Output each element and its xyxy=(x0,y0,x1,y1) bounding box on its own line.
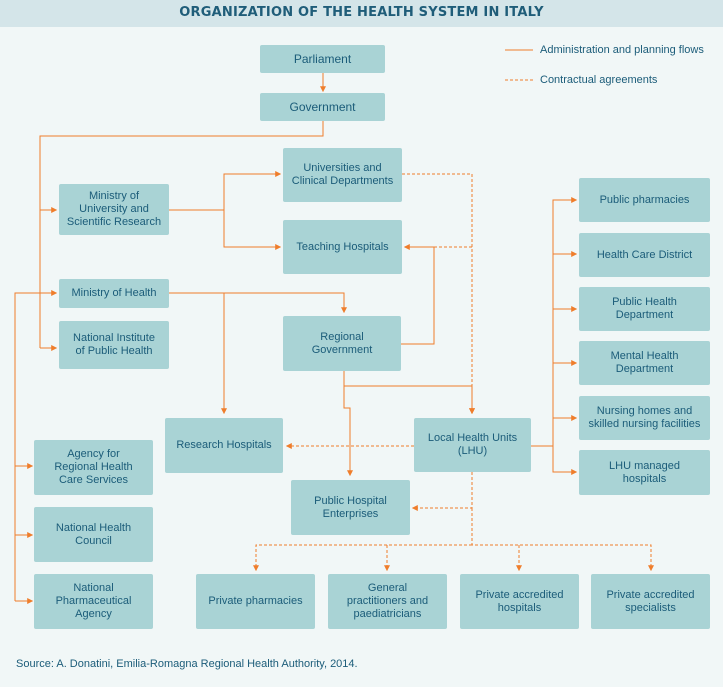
node-lhu-managed-hospitals: LHU managed hospitals xyxy=(579,450,710,495)
node-national-health-council: National Health Council xyxy=(34,507,153,562)
node-research-hospitals: Research Hospitals xyxy=(165,418,283,473)
contract-lhu-private-trunk xyxy=(471,508,654,572)
node-health-care-district: Health Care District xyxy=(579,233,710,277)
flow-moh-left-loop xyxy=(14,292,56,601)
node-agency-regional: Agency for Regional Health Care Services xyxy=(34,440,153,495)
node-lhu: Local Health Units (LHU) xyxy=(414,418,531,472)
source-note: Source: A. Donatini, Emilia-Romagna Regi… xyxy=(16,658,358,670)
node-public-health-department: Public Health Department xyxy=(579,287,710,331)
contract-universities-lhu xyxy=(402,173,475,415)
diagram-title: ORGANIZATION OF THE HEALTH SYSTEM IN ITA… xyxy=(179,5,544,20)
flow-mur-teaching xyxy=(223,210,282,250)
flow-regional-teaching xyxy=(401,244,435,345)
node-regional-government: Regional Government xyxy=(283,316,401,371)
node-national-institute: National Institute of Public Health xyxy=(59,321,169,369)
node-parliament: Parliament xyxy=(260,45,385,73)
flow-regional-lhu xyxy=(343,371,475,415)
node-public-hospital-enterprises: Public Hospital Enterprises xyxy=(291,480,410,535)
flow-mur-branch xyxy=(169,171,282,211)
node-mental-health-department: Mental Health Department xyxy=(579,341,710,385)
contract-lhu-phe xyxy=(411,472,473,511)
node-government: Government xyxy=(260,93,385,121)
flow-lhu-spine xyxy=(531,197,578,447)
node-private-specialists: Private accredited specialists xyxy=(591,574,710,629)
contract-to-private-pharmacies xyxy=(253,544,472,572)
node-ministry-health: Ministry of Health xyxy=(59,279,169,308)
legend-admin-label: Administration and planning flows xyxy=(540,44,704,56)
node-general-practitioners: General practitioners and paediatricians xyxy=(328,574,447,629)
node-ministry-university: Ministry of University and Scientific Re… xyxy=(59,184,169,235)
flow-government-spine xyxy=(39,121,324,348)
legend-contract-label: Contractual agreements xyxy=(540,74,658,86)
node-public-pharmacies: Public pharmacies xyxy=(579,178,710,222)
flow-moh-regional xyxy=(169,292,347,314)
node-universities: Universities and Clinical Departments xyxy=(283,148,402,202)
node-private-hospitals: Private accredited hospitals xyxy=(460,574,579,629)
flow-to-lhu-hospitals xyxy=(552,446,578,475)
title-bar xyxy=(0,0,723,27)
flow-regional-phe xyxy=(343,386,353,477)
node-private-pharmacies: Private pharmacies xyxy=(196,574,315,629)
node-nursing-homes: Nursing homes and skilled nursing facili… xyxy=(579,396,710,440)
node-teaching-hospitals: Teaching Hospitals xyxy=(283,220,402,274)
node-national-pharmaceutical-agency: National Pharmaceutical Agency xyxy=(34,574,153,629)
